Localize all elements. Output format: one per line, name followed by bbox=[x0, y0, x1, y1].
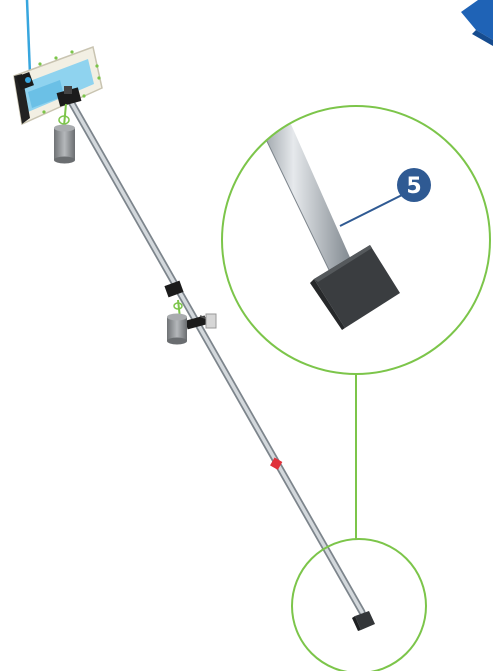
callout-leader-line bbox=[339, 191, 409, 227]
corner-object bbox=[461, 0, 493, 46]
display-panel-icon bbox=[13, 45, 103, 126]
hanging-mass-icon bbox=[167, 313, 187, 345]
clamp-icon bbox=[56, 86, 82, 107]
zoom-callout bbox=[221, 105, 491, 375]
pendulum-rod bbox=[66, 96, 366, 616]
wire bbox=[25, 0, 32, 75]
callout-number: 5 bbox=[406, 174, 421, 199]
end-weight-icon bbox=[352, 611, 375, 631]
callout-badge: 5 bbox=[397, 168, 431, 202]
red-marker bbox=[270, 457, 283, 470]
hanging-mass-icon bbox=[54, 103, 75, 164]
callout-source-circle bbox=[291, 538, 427, 671]
